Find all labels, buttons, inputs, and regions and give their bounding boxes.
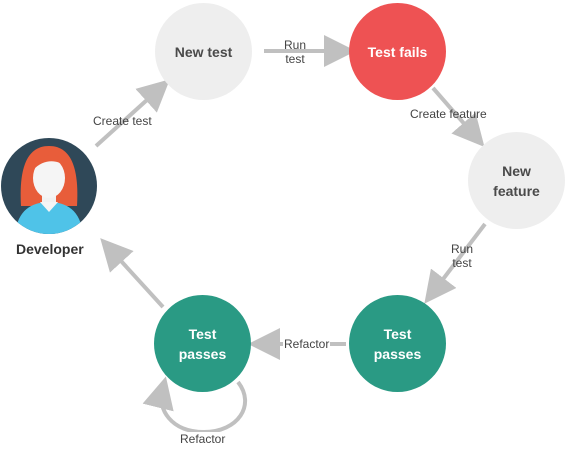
arrow-run-test-right bbox=[424, 222, 487, 304]
arrow-to-developer bbox=[100, 238, 165, 309]
developer-avatar bbox=[1, 138, 97, 234]
edge-label-create-feature: Create feature bbox=[410, 107, 487, 121]
node-test-passes-right: Test passes bbox=[349, 295, 446, 392]
developer-label: Developer bbox=[16, 241, 84, 257]
node-test-fails: Test fails bbox=[349, 3, 446, 100]
edge-label-refactor-loop: Refactor bbox=[179, 432, 227, 446]
edge-label-run-test-right: Run test bbox=[450, 242, 473, 270]
node-new-feature: New feature bbox=[468, 132, 565, 229]
arrow-create-test bbox=[94, 79, 170, 148]
edge-label-create-test: Create test bbox=[93, 114, 152, 128]
edge-label-refactor-middle: Refactor bbox=[283, 337, 331, 351]
node-test-passes-left: Test passes bbox=[154, 295, 251, 392]
arrow-create-feature bbox=[431, 86, 485, 148]
node-new-test: New test bbox=[155, 3, 252, 100]
edge-label-run-test-top: Run test bbox=[283, 38, 306, 66]
arrow-refactor-loop bbox=[142, 376, 248, 435]
